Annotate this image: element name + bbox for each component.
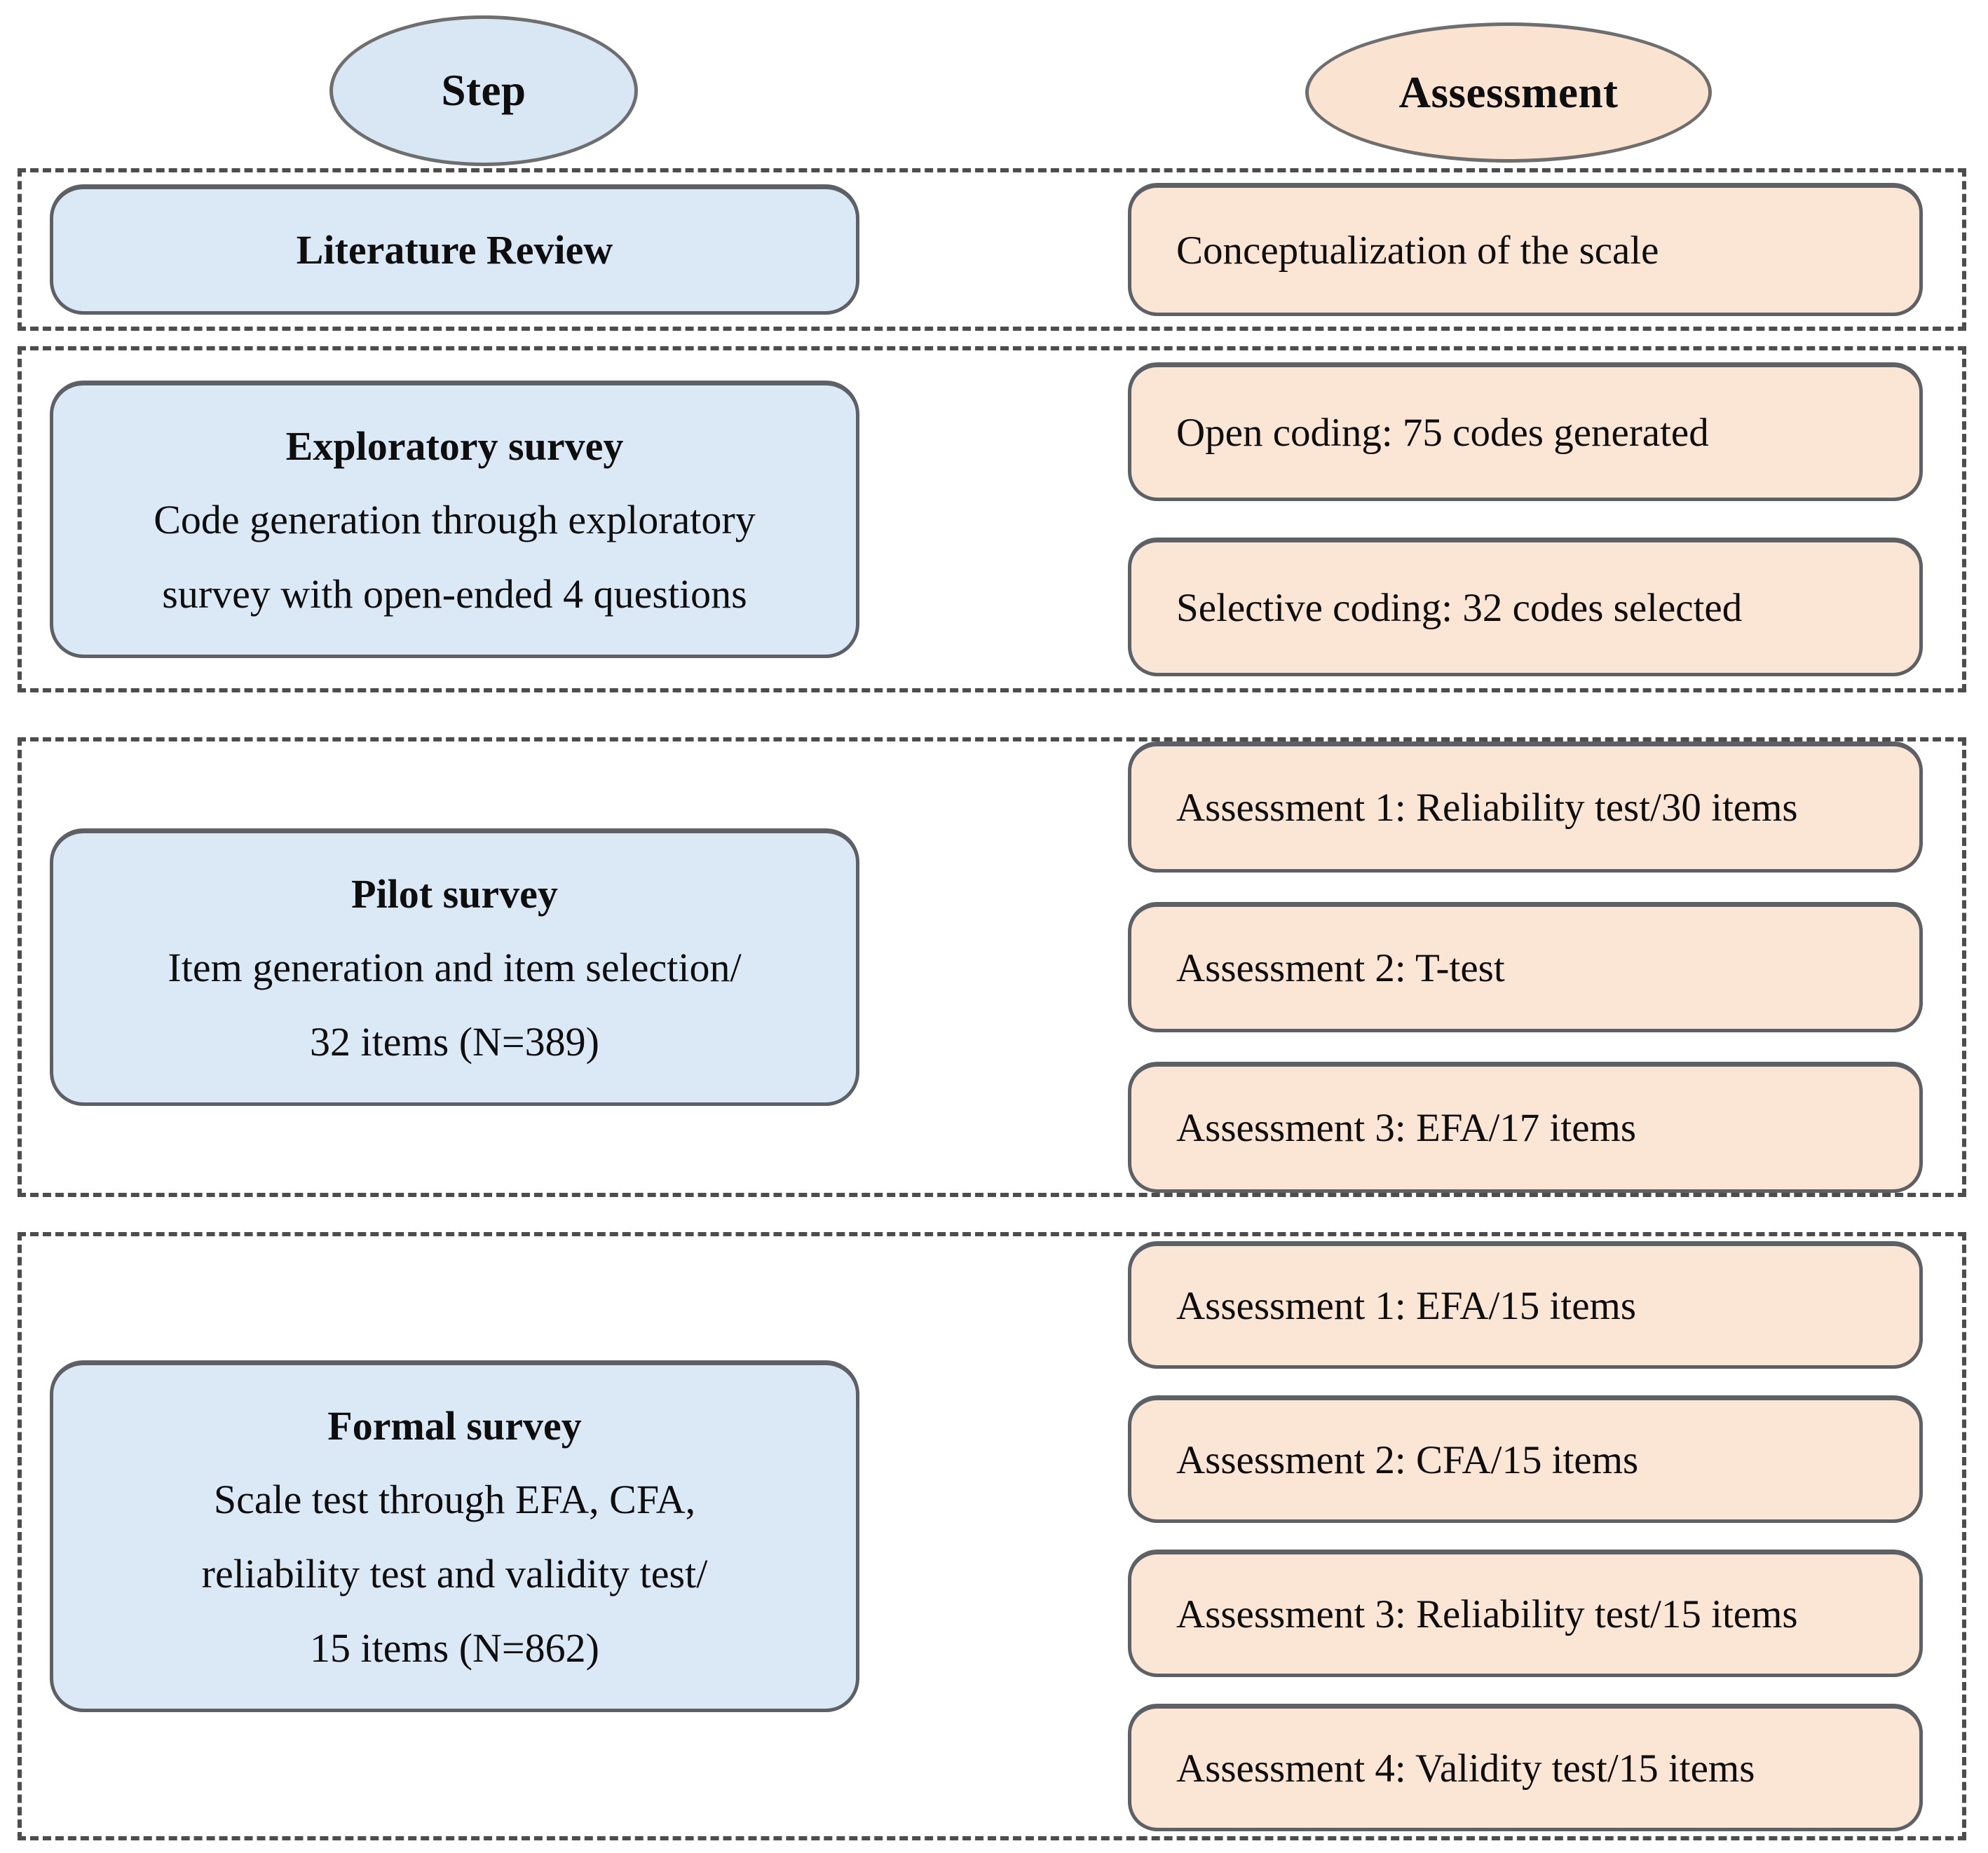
- step-column: Literature Review: [50, 172, 859, 327]
- assessment-box-selective-coding: Selective coding: 32 codes selected: [1128, 538, 1923, 676]
- step-box-literature-review: Literature Review: [50, 184, 859, 315]
- step-box-title: Exploratory survey: [285, 423, 624, 469]
- step-column-header-oval: Step: [329, 15, 638, 166]
- assessment-box-label: Assessment 3: Reliability test/15 items: [1176, 1592, 1798, 1636]
- assessment-column-header-oval: Assessment: [1305, 22, 1712, 163]
- step-box-description-line: Item generation and item selection/: [168, 945, 742, 991]
- step-box-description-line: 15 items (N=862): [310, 1625, 599, 1671]
- assessment-box-reliability-formal: Assessment 3: Reliability test/15 items: [1128, 1550, 1923, 1677]
- assessment-box-conceptualization: Conceptualization of the scale: [1128, 183, 1923, 316]
- assessment-column: Open coding: 75 codes generated Selectiv…: [1128, 350, 1923, 688]
- step-column-header-label: Step: [441, 66, 526, 115]
- assessment-column: Conceptualization of the scale: [1128, 172, 1923, 327]
- step-box-formal-survey: Formal survey Scale test through EFA, CF…: [50, 1360, 859, 1713]
- assessment-box-label: Assessment 4: Validity test/15 items: [1176, 1746, 1755, 1791]
- step-box-description-line: Scale test through EFA, CFA,: [213, 1477, 696, 1523]
- assessment-column: Assessment 1: EFA/15 items Assessment 2:…: [1128, 1236, 1923, 1836]
- assessment-box-label: Assessment 3: EFA/17 items: [1176, 1106, 1637, 1151]
- step-box-description-line: survey with open-ended 4 questions: [162, 570, 747, 617]
- step-column: Formal survey Scale test through EFA, CF…: [50, 1236, 859, 1836]
- assessment-box-label: Open coding: 75 codes generated: [1176, 410, 1709, 455]
- step-column: Exploratory survey Code generation throu…: [50, 350, 859, 688]
- phase-section-pilot-survey: Pilot survey Item generation and item se…: [18, 737, 1966, 1197]
- step-box-description-line: 32 items (N=389): [310, 1018, 599, 1065]
- step-column: Pilot survey Item generation and item se…: [50, 741, 859, 1193]
- phase-section-literature-review: Literature Review Conceptualization of t…: [18, 168, 1966, 331]
- assessment-box-label: Assessment 2: CFA/15 items: [1176, 1437, 1639, 1482]
- step-box-title: Formal survey: [327, 1402, 582, 1449]
- phase-section-formal-survey: Formal survey Scale test through EFA, CF…: [18, 1232, 1966, 1840]
- assessment-box-t-test: Assessment 2: T-test: [1128, 901, 1923, 1033]
- assessment-box-reliability-test: Assessment 1: Reliability test/30 items: [1128, 741, 1923, 873]
- step-box-pilot-survey: Pilot survey Item generation and item se…: [50, 828, 859, 1107]
- assessment-box-open-coding: Open coding: 75 codes generated: [1128, 362, 1923, 501]
- assessment-box-label: Selective coding: 32 codes selected: [1176, 585, 1743, 630]
- step-box-title: Pilot survey: [351, 870, 558, 917]
- assessment-box-efa-formal: Assessment 1: EFA/15 items: [1128, 1241, 1923, 1369]
- assessment-box-efa: Assessment 3: EFA/17 items: [1128, 1062, 1923, 1194]
- assessment-box-label: Assessment 1: Reliability test/30 items: [1176, 785, 1798, 830]
- assessment-box-label: Assessment 2: T-test: [1176, 945, 1505, 990]
- assessment-box-label: Assessment 1: EFA/15 items: [1176, 1283, 1637, 1328]
- assessment-box-validity: Assessment 4: Validity test/15 items: [1128, 1704, 1923, 1831]
- assessment-column: Assessment 1: Reliability test/30 items …: [1128, 741, 1923, 1194]
- step-box-title: Literature Review: [296, 227, 613, 273]
- step-box-description-line: reliability test and validity test/: [201, 1551, 708, 1596]
- assessment-box-cfa: Assessment 2: CFA/15 items: [1128, 1395, 1923, 1523]
- phase-section-exploratory-survey: Exploratory survey Code generation throu…: [18, 346, 1966, 692]
- assessment-column-header-label: Assessment: [1398, 67, 1619, 117]
- step-box-exploratory-survey: Exploratory survey Code generation throu…: [50, 380, 859, 659]
- assessment-box-label: Conceptualization of the scale: [1176, 228, 1659, 273]
- step-box-description-line: Code generation through exploratory: [154, 497, 756, 543]
